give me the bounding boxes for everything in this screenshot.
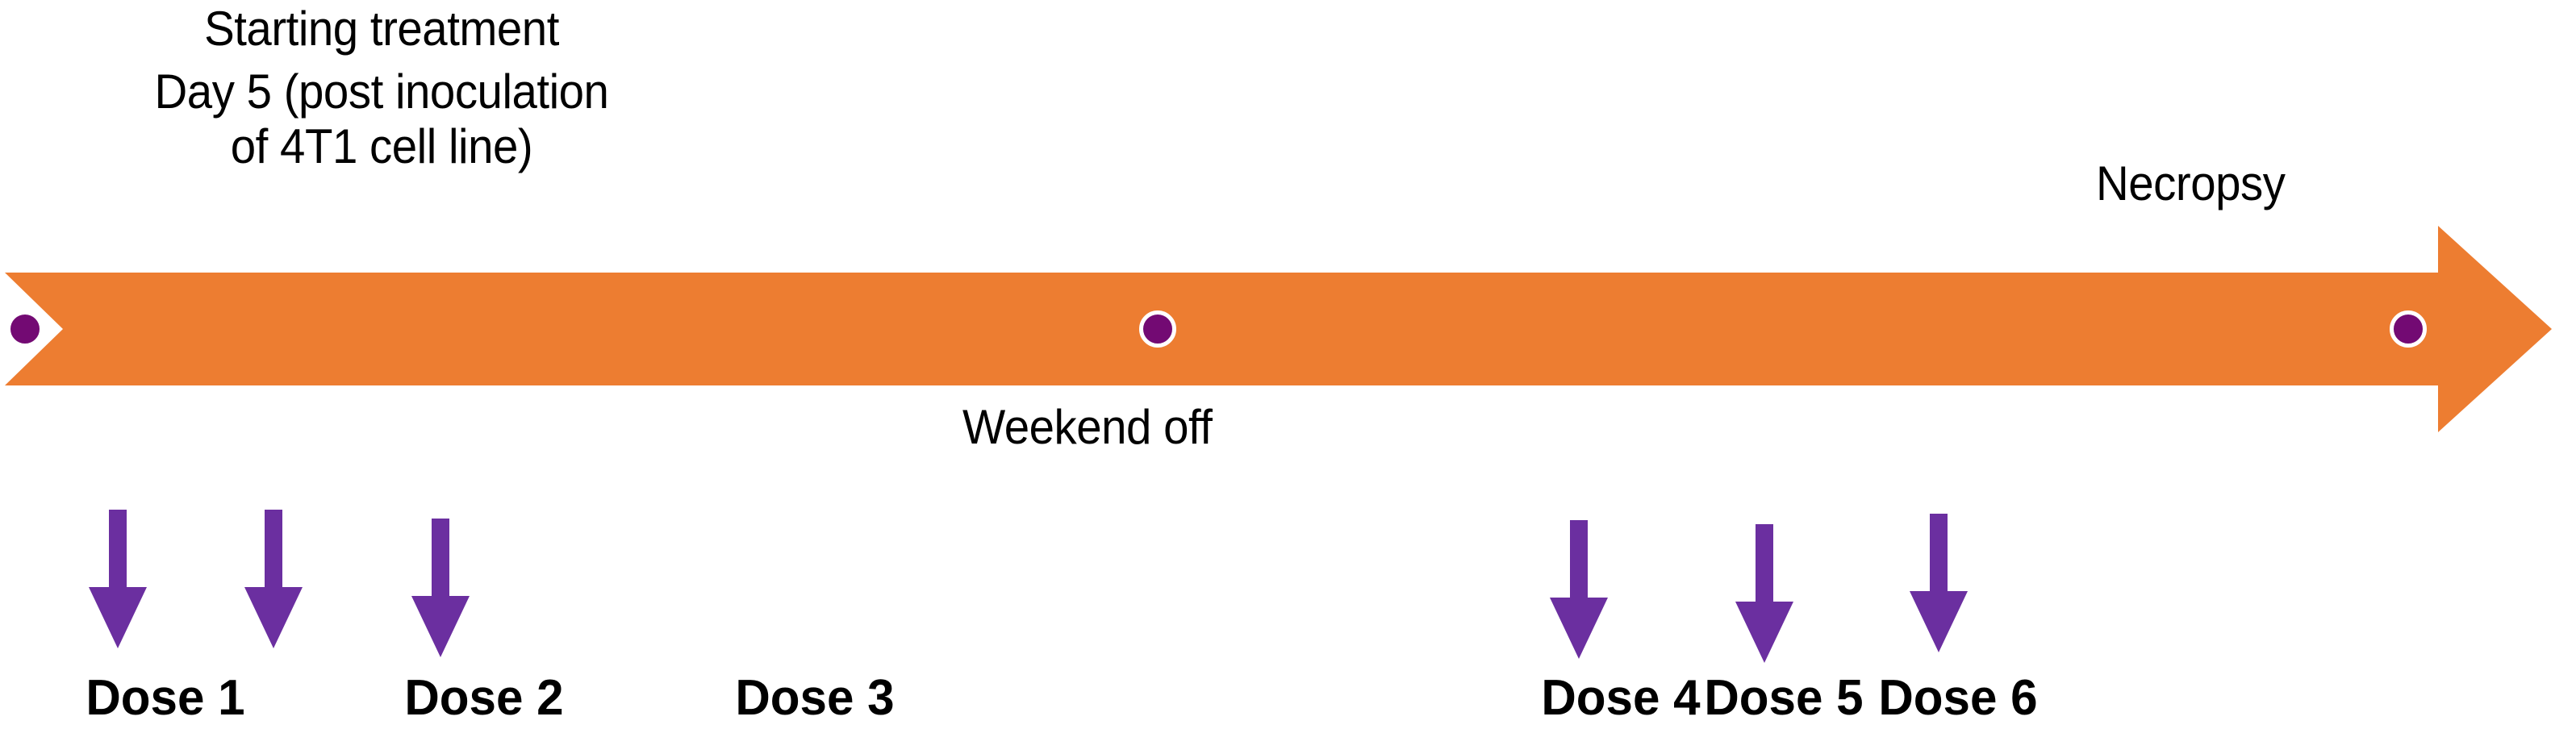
timeline-arrow bbox=[5, 226, 2552, 432]
caption-line-starting-treatment: Starting treatment bbox=[204, 2, 559, 56]
milestone-dot-weekend-off bbox=[1139, 310, 1176, 348]
dose-arrow-4 bbox=[1550, 520, 1608, 659]
weekend-off-label: Weekend off bbox=[962, 400, 1213, 454]
caption-line-cell-line: of 4T1 cell line) bbox=[230, 119, 533, 173]
dose-label-4: Dose 4 bbox=[1541, 670, 1701, 726]
caption-line-day-5: Day 5 (post inoculation bbox=[154, 65, 609, 119]
milestone-dot-necropsy bbox=[2390, 310, 2427, 348]
dose-arrow-1 bbox=[89, 510, 147, 648]
dose-arrow-2 bbox=[244, 510, 303, 648]
milestone-dot-start-of-treatment bbox=[6, 310, 44, 348]
dose-label-5: Dose 5 bbox=[1704, 670, 1864, 726]
necropsy-label: Necropsy bbox=[2096, 156, 2286, 210]
dose-arrow-5 bbox=[1735, 524, 1793, 663]
dose-label-2: Dose 2 bbox=[404, 670, 564, 726]
starting-treatment-caption: Starting treatment Day 5 (post inoculati… bbox=[0, 5, 763, 177]
dose-arrow-3 bbox=[411, 519, 470, 657]
dose-arrow-6 bbox=[1910, 514, 1968, 652]
dose-label-6: Dose 6 bbox=[1878, 670, 2038, 726]
dose-label-3: Dose 3 bbox=[735, 670, 895, 726]
dose-label-1: Dose 1 bbox=[86, 670, 245, 726]
